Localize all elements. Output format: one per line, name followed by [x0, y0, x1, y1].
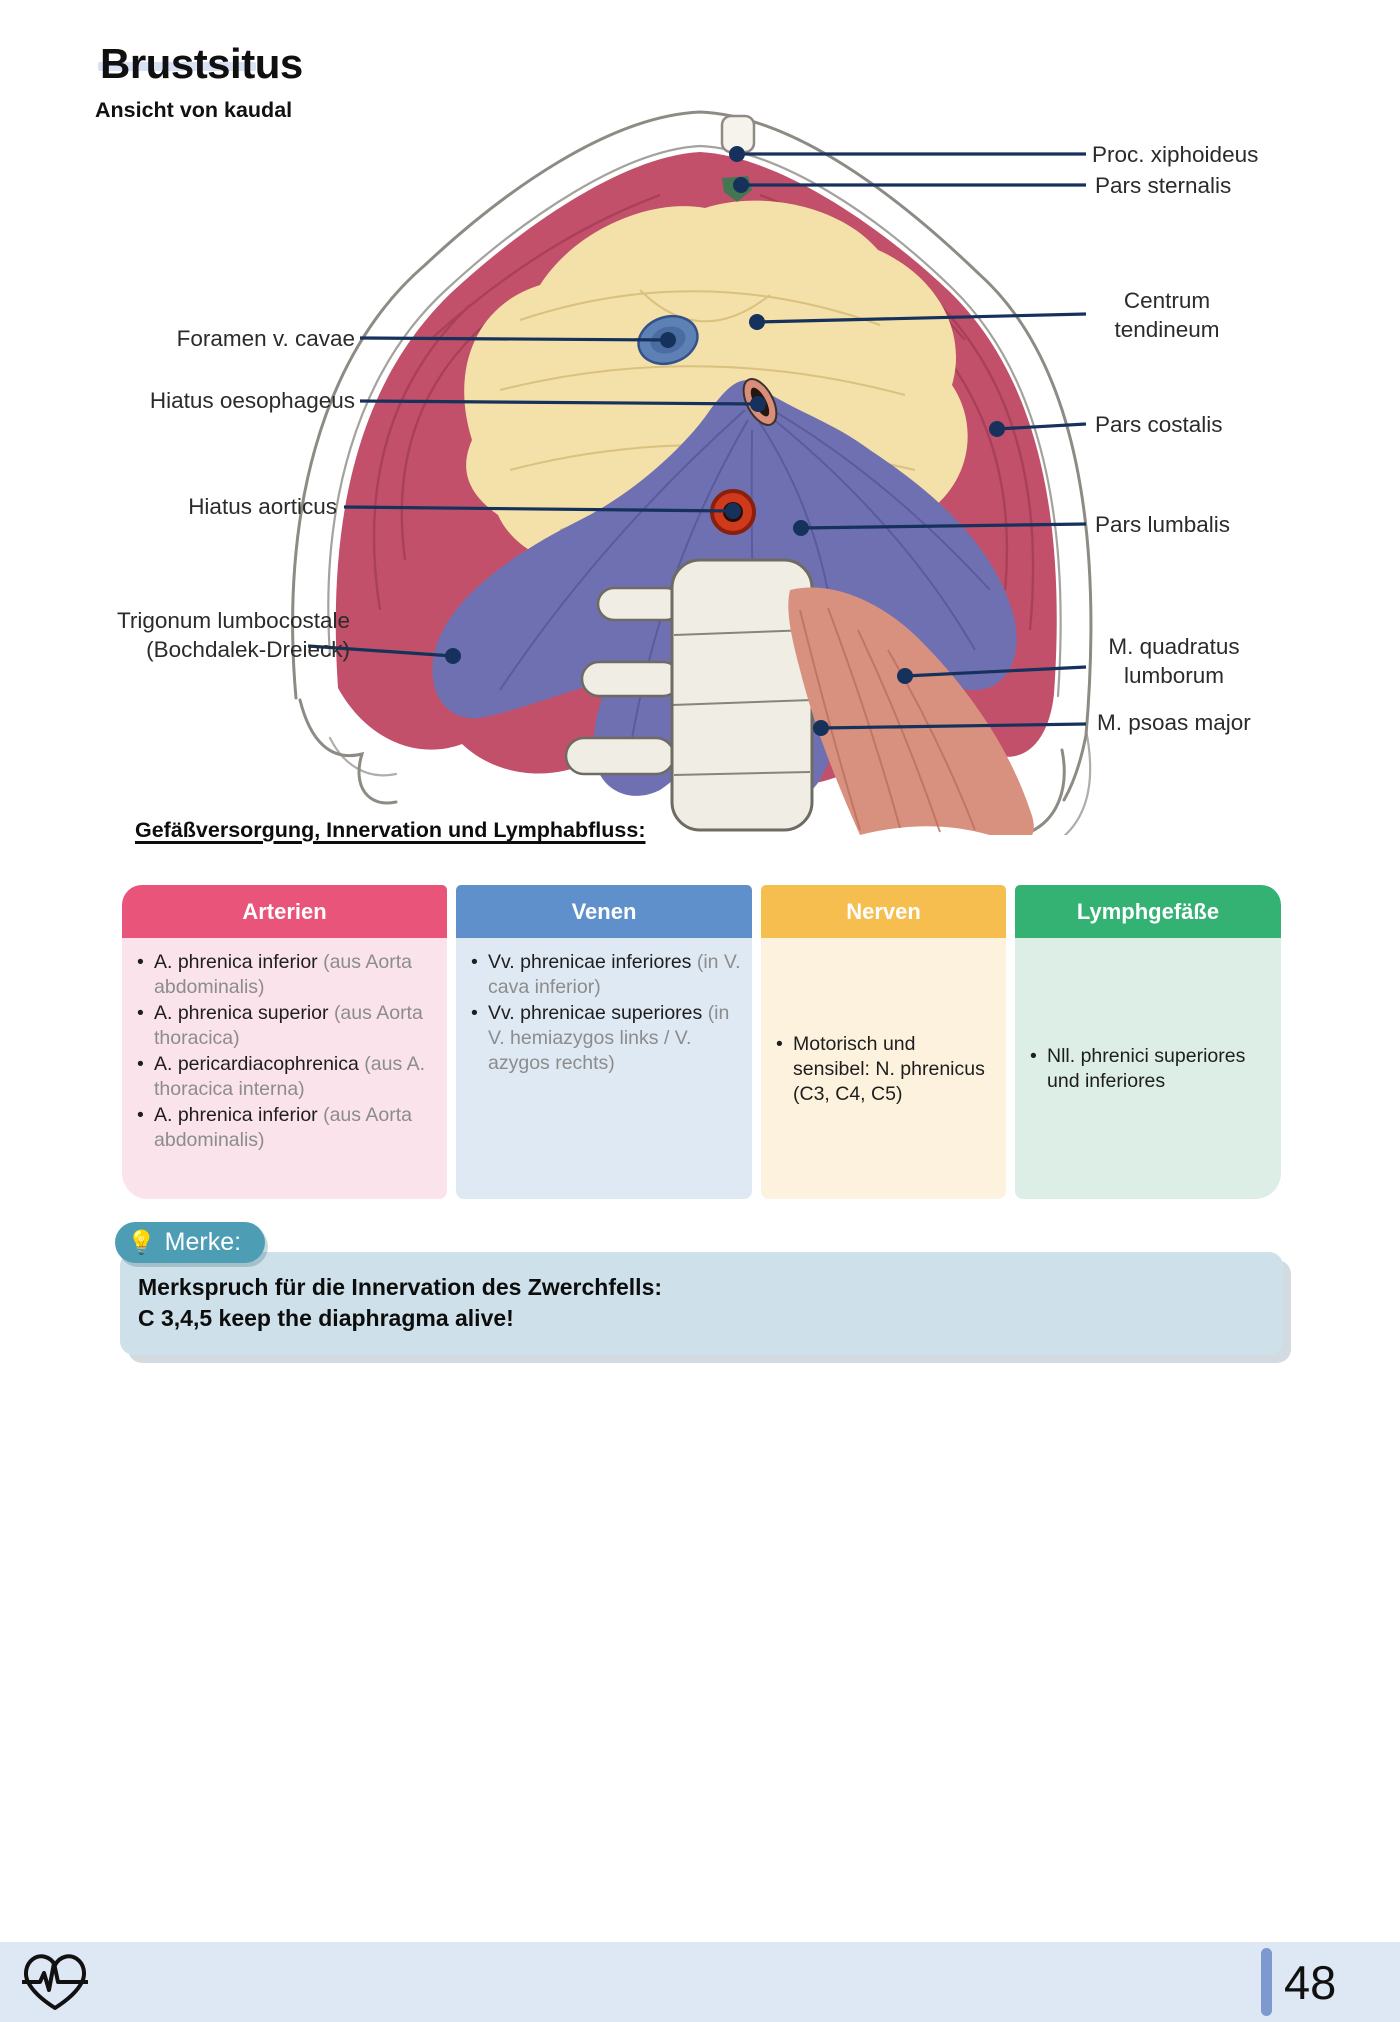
title-underline — [98, 62, 256, 71]
term: A. phrenica superior — [154, 1002, 329, 1024]
column-arterien: Arterien A. phrenica inferior (aus Aorta… — [122, 885, 447, 1199]
label-line: tendineum — [1114, 317, 1220, 342]
list-item: Vv. phrenicae superiores (in V. hemiazyg… — [468, 1001, 742, 1076]
label-foramen-v-cavae: Foramen v. cavae — [176, 326, 355, 351]
term: A. phrenica inferior — [154, 951, 318, 973]
term: A. pericardiacophrenica — [154, 1053, 359, 1075]
origin-note: (in V. cava inferior) — [488, 951, 741, 998]
label-line: lumborum — [1123, 663, 1225, 688]
merke-badge-label: Merke: — [164, 1228, 242, 1256]
label-line: Centrum — [1123, 288, 1211, 313]
heart-ecg-icon — [22, 1954, 88, 2010]
leader-dots — [445, 146, 1005, 736]
merke-badge: 💡 Merke: — [115, 1222, 266, 1263]
label-line: M. quadratus — [1108, 634, 1240, 659]
column-body-lymphgefaesse: Nll. phrenici superiores und inferiores — [1015, 938, 1281, 1199]
label-proc-xiphoideus: Proc. xiphoideus — [1092, 142, 1259, 167]
label-hiatus-oesophageus: Hiatus oesophageus — [149, 388, 355, 413]
column-header-nerven: Nerven — [761, 885, 1006, 938]
term: Vv. phrenicae inferiores — [488, 951, 692, 973]
label-pars-costalis: Pars costalis — [1095, 412, 1223, 437]
list-item: A. phrenica inferior (aus Aorta abdomina… — [134, 950, 437, 1000]
column-header-venen: Venen — [456, 885, 752, 938]
list-item: Vv. phrenicae inferiores (in V. cava inf… — [468, 950, 742, 1000]
origin-note: (aus A. thoracica interna) — [154, 1053, 425, 1100]
page-number: 48 — [1284, 1956, 1337, 2009]
diaphragm-illustration — [291, 110, 1093, 835]
label-m-psoas-major: M. psoas major — [1097, 710, 1251, 735]
page-title: Brustsitus — [100, 40, 303, 88]
term: Nll. phrenici superiores und inferiores — [1047, 1045, 1246, 1092]
list-item: A. phrenica inferior (aus Aorta abdomina… — [134, 1103, 437, 1153]
label-pars-lumbalis: Pars lumbalis — [1095, 512, 1231, 537]
list-item: A. pericardiacophrenica (aus A. thoracic… — [134, 1052, 437, 1102]
psoas-major-muscle — [788, 587, 1034, 835]
merke-box: Merkspruch für die Innervation des Zwerc… — [120, 1252, 1283, 1355]
vessel-table: Arterien A. phrenica inferior (aus Aorta… — [122, 885, 1283, 1199]
label-trigonum-lumbocostale: Trigonum lumbocostale (Bochdalek-Dreieck… — [117, 606, 350, 664]
origin-note: (aus Aorta abdominalis) — [154, 951, 412, 998]
lightbulb-icon: 💡 — [127, 1229, 156, 1255]
term: Motorisch und sensibel: N. phrenicus (C3… — [793, 1032, 985, 1105]
thorax-bone-outline — [291, 110, 1093, 835]
label-line: (Bochdalek-Dreieck) — [146, 637, 350, 662]
list-item: Motorisch und sensibel: N. phrenicus (C3… — [773, 1032, 996, 1107]
label-line: Trigonum lumbocostale — [116, 608, 350, 633]
column-lymphgefaesse: Lymphgefäße Nll. phrenici superiores und… — [1015, 885, 1281, 1199]
page-number-bar — [1261, 1948, 1272, 2016]
merke-line-2: C 3,4,5 keep the diaphragma alive! — [138, 1305, 514, 1331]
vertebral-column — [564, 558, 814, 832]
origin-note: (aus Aorta abdominalis) — [154, 1104, 412, 1151]
column-body-arterien: A. phrenica inferior (aus Aorta abdomina… — [122, 938, 447, 1199]
label-pars-sternalis: Pars sternalis — [1095, 173, 1232, 198]
column-header-arterien: Arterien — [122, 885, 447, 938]
list-item: A. phrenica superior (aus Aorta thoracic… — [134, 1001, 437, 1051]
footer-bar: 48 — [0, 1942, 1400, 2022]
leader-lines — [307, 152, 1087, 730]
diaphragm-figure: Ansicht von kaudal — [0, 90, 1400, 835]
merke-line-1: Merkspruch für die Innervation des Zwerc… — [138, 1274, 663, 1300]
column-body-venen: Vv. phrenicae inferiores (in V. cava inf… — [456, 938, 752, 1199]
column-header-lymphgefaesse: Lymphgefäße — [1015, 885, 1281, 938]
label-hiatus-aorticus: Hiatus aorticus — [188, 494, 337, 519]
section-heading: Gefäßversorgung, Innervation und Lymphab… — [135, 818, 646, 842]
origin-note: (aus Aorta thoracica) — [154, 1002, 423, 1049]
list-item: Nll. phrenici superiores und inferiores — [1027, 1044, 1271, 1094]
term: A. phrenica inferior — [154, 1104, 318, 1126]
term: Vv. phrenicae superiores — [488, 1002, 703, 1024]
column-nerven: Nerven Motorisch und sensibel: N. phreni… — [761, 885, 1006, 1199]
figure-caption: Ansicht von kaudal — [95, 98, 293, 122]
origin-note: (in V. hemiazygos links / V. azygos rech… — [488, 1002, 730, 1074]
label-m-quadratus-lumborum: M. quadratus lumborum — [1090, 632, 1258, 690]
column-venen: Venen Vv. phrenicae inferiores (in V. ca… — [456, 885, 752, 1199]
label-centrum-tendineum: Centrum tendineum — [1088, 286, 1246, 344]
column-body-nerven: Motorisch und sensibel: N. phrenicus (C3… — [761, 938, 1006, 1199]
